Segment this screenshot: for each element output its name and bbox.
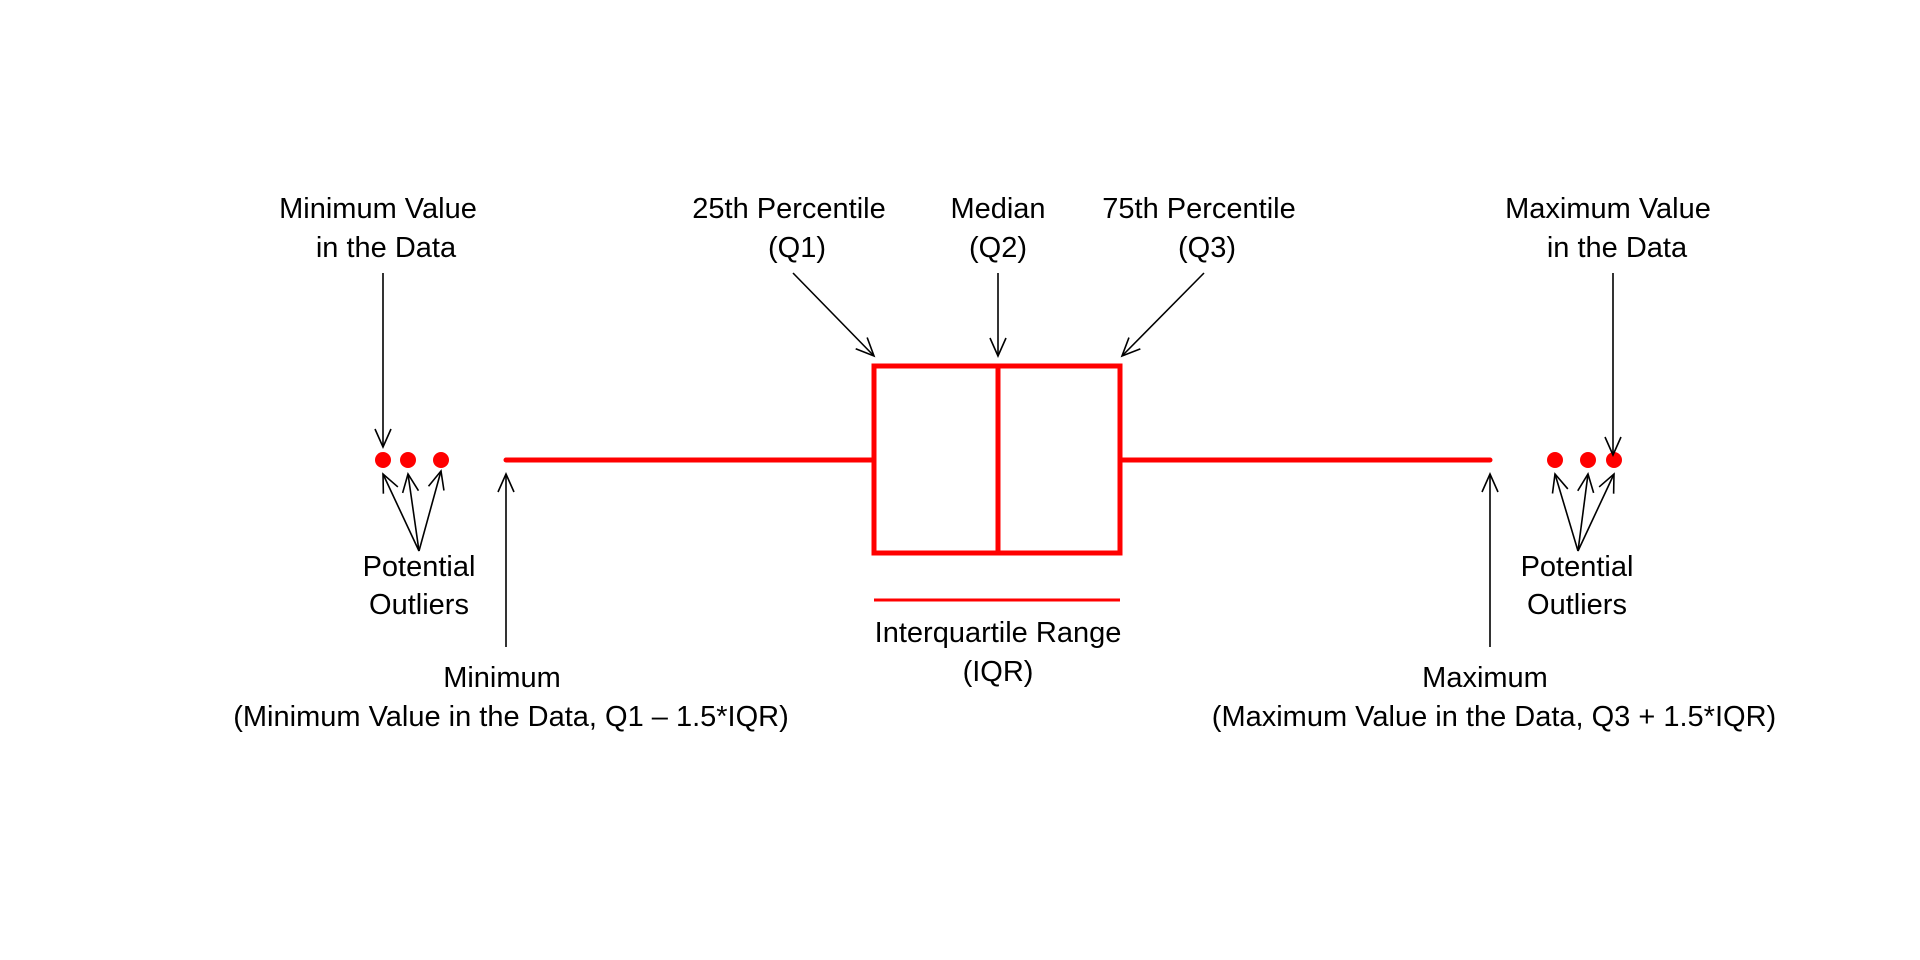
outlier-point [400, 452, 416, 468]
outlier-arrow [1577, 472, 1595, 552]
maximum-label: Maximum [1422, 662, 1548, 694]
iqr-label: Interquartile Range [875, 617, 1122, 649]
outliers-left-label: Outliers [369, 589, 469, 621]
outlier-arrow [1577, 472, 1615, 552]
max-value-label: Maximum Value [1505, 193, 1711, 225]
minimum-label: Minimum [443, 662, 561, 694]
q3-label: 75th Percentile [1102, 193, 1295, 225]
q1-label: (Q1) [768, 232, 826, 264]
q1-arrow [792, 272, 876, 358]
outlier-point [375, 452, 391, 468]
max-value-label: in the Data [1547, 232, 1688, 264]
q3-label: (Q3) [1178, 232, 1236, 264]
min-value-label: in the Data [316, 232, 457, 264]
outlier-point [1547, 452, 1563, 468]
q3-arrow [1120, 272, 1205, 358]
outlier-arrow [418, 469, 445, 552]
q1-label: 25th Percentile [692, 193, 885, 225]
min-value-label: Minimum Value [279, 193, 477, 225]
outlier-arrow [382, 472, 420, 552]
outlier-point [433, 452, 449, 468]
outlier-point [1606, 452, 1622, 468]
maximum-label: (Maximum Value in the Data, Q3 + 1.5*IQR… [1212, 701, 1776, 733]
annotation-arrows [374, 272, 1622, 647]
outliers-right-label: Potential [1521, 551, 1634, 583]
outlier-point [1580, 452, 1596, 468]
outliers-left-label: Potential [363, 551, 476, 583]
boxplot [375, 363, 1622, 602]
outliers-right-label: Outliers [1527, 589, 1627, 621]
median-label: (Q2) [969, 232, 1027, 264]
iqr-label: (IQR) [963, 656, 1034, 688]
outlier-arrow [401, 472, 420, 552]
median-label: Median [950, 193, 1045, 225]
minimum-label: (Minimum Value in the Data, Q1 – 1.5*IQR… [233, 701, 789, 733]
outlier-arrow [1551, 472, 1579, 552]
